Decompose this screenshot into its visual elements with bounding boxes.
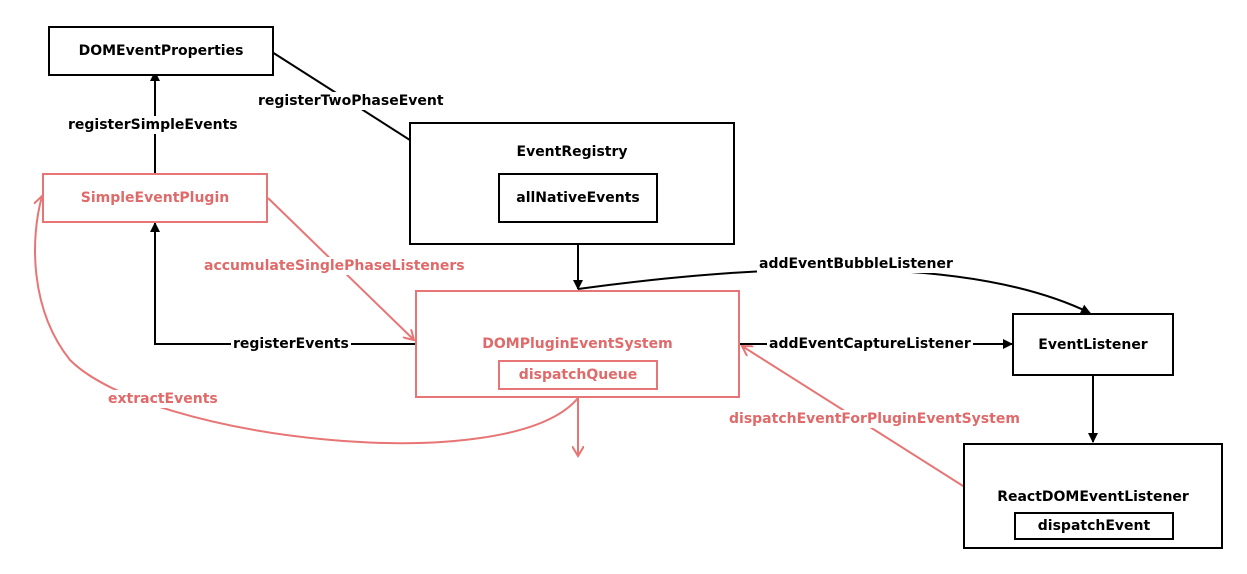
label-extract-events: extractEvents — [106, 390, 220, 408]
dom-event-properties-node: DOMEventProperties — [48, 26, 274, 76]
label-add-event-bubble-listener: addEventBubbleListener — [757, 255, 955, 273]
edge-register-events — [150, 222, 415, 345]
label-add-event-capture-listener: addEventCaptureListener — [767, 335, 973, 353]
dispatch-queue-node: dispatchQueue — [498, 360, 658, 390]
dom-plugin-event-system-label: DOMPluginEventSystem — [482, 336, 673, 352]
event-registry-label: EventRegistry — [516, 144, 628, 160]
label-register-two-phase-event: registerTwoPhaseEvent — [256, 92, 446, 110]
label-register-simple-events: registerSimpleEvents — [66, 116, 240, 134]
dispatch-event-node: dispatchEvent — [1014, 512, 1174, 540]
label-accumulate-single-phase-listeners: accumulateSinglePhaseListeners — [202, 257, 467, 275]
event-listener-node: EventListener — [1012, 313, 1174, 376]
simple-event-plugin-node: SimpleEventPlugin — [42, 173, 268, 223]
label-register-events: registerEvents — [231, 335, 351, 353]
react-dom-event-listener-label: ReactDOMEventListener — [997, 489, 1189, 505]
all-native-events-node: allNativeEvents — [498, 173, 658, 223]
label-dispatch-event-for-plugin-event-system: dispatchEventForPluginEventSystem — [727, 410, 1022, 428]
